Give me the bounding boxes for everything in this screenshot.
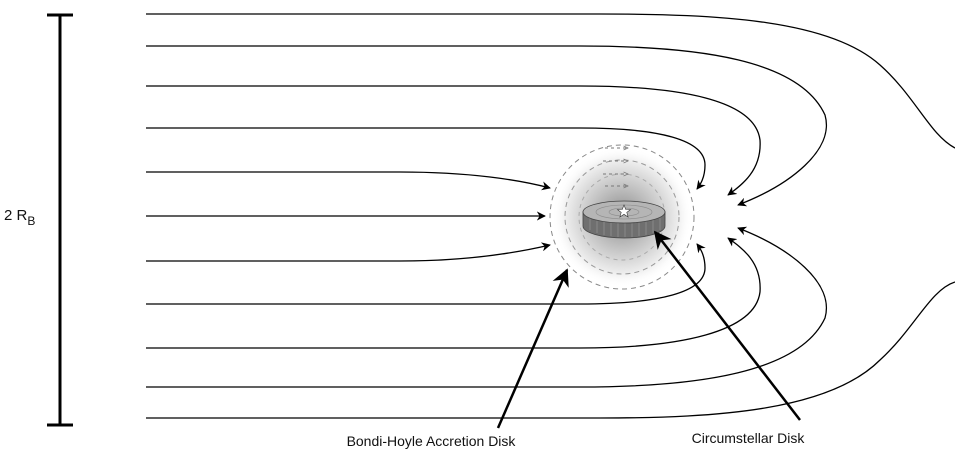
bondi-hoyle-label: Bondi-Hoyle Accretion Disk — [347, 433, 517, 449]
streamline — [146, 45, 828, 207]
circumstellar-pointer — [653, 230, 801, 421]
pointer-arrows — [496, 230, 801, 429]
streamline — [146, 13, 955, 149]
streamline — [146, 281, 955, 419]
bondi-hoyle-pointer — [496, 268, 569, 429]
streamlines — [146, 13, 955, 419]
streamline — [146, 171, 551, 191]
streamline — [146, 226, 828, 388]
circumstellar-disk — [582, 200, 666, 239]
streamline — [146, 243, 706, 305]
halo-ring-outer — [549, 144, 695, 290]
halo-ring-middle — [564, 159, 680, 275]
circumstellar-label: Circumstellar Disk — [692, 430, 806, 446]
inner-flow-arrows — [603, 148, 628, 186]
streamline — [146, 85, 761, 196]
streamline — [146, 237, 761, 349]
scale-bar-label: 2 RB — [4, 207, 35, 228]
star-icon — [616, 204, 632, 218]
streamline — [146, 242, 551, 262]
scale-bar: 2 RB — [4, 13, 73, 427]
streamline — [146, 127, 706, 190]
